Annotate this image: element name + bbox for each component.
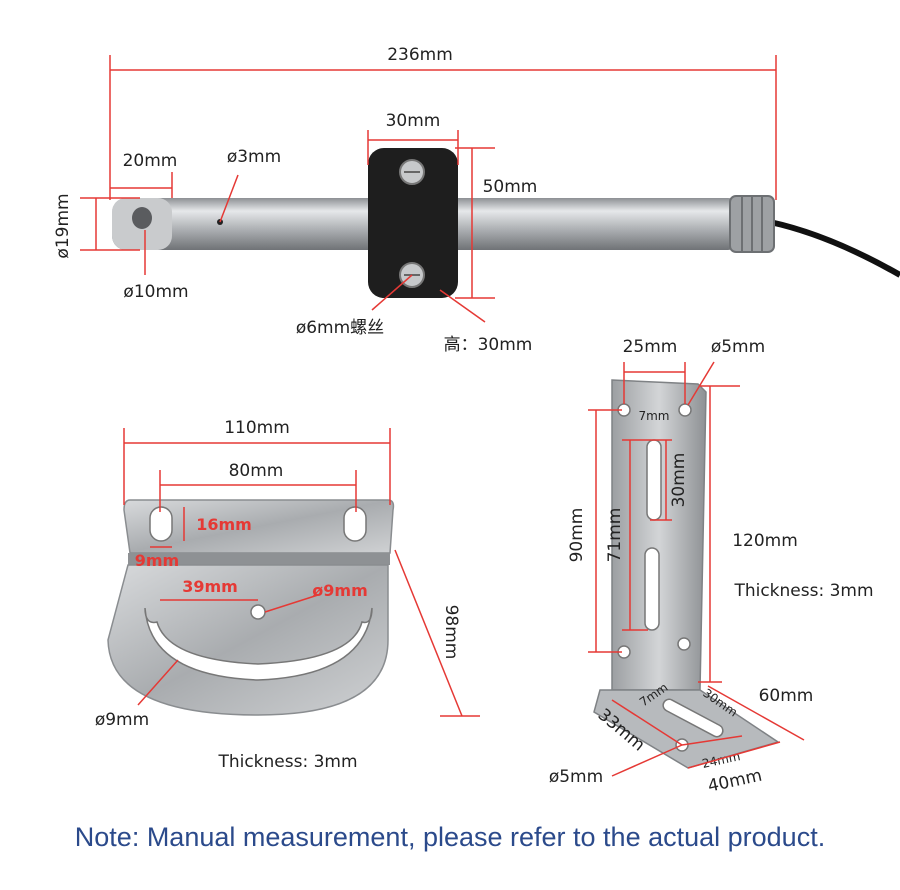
round-bracket-drawing: [107, 499, 395, 716]
dim-lb-120: 120mm: [732, 531, 798, 551]
round-bracket-center-hole: [250, 604, 266, 620]
dim-236: 236mm: [387, 45, 453, 65]
dim-rb-39: 39mm: [182, 577, 238, 596]
round-bracket-base: [107, 564, 389, 716]
sensor-cable: [769, 219, 900, 278]
round-bracket-slot-right: [343, 506, 367, 542]
round-bracket-arc-slot: [144, 607, 373, 681]
lb-thickness: Thickness: 3mm: [733, 581, 873, 601]
dim-screw-6: ø6mm螺丝: [296, 318, 384, 338]
dim-lb-60: 60mm: [759, 686, 814, 706]
dim-lb-7: 7mm: [638, 409, 669, 423]
sensor-drawing: [112, 148, 900, 298]
sensor-dimensions: 236mm 20mm ø3mm 30mm 50mm ø19mm ø10mm ø6…: [53, 45, 777, 355]
dim-tube-19: ø19mm: [53, 193, 73, 258]
dim-height-30: 高：30mm: [444, 335, 533, 355]
dim-lb-71: 71mm: [605, 508, 625, 563]
dim-rb-slot-9: ø9mm: [95, 710, 149, 730]
dim-rb-110: 110mm: [224, 418, 290, 438]
sensor-tip-hole: [132, 207, 152, 229]
rb-thickness: Thickness: 3mm: [217, 752, 357, 772]
dim-lb-40: 40mm: [706, 766, 764, 797]
dim-rb-16: 16mm: [196, 515, 252, 534]
dim-lb-25: 25mm: [623, 337, 678, 357]
dim-lb-90: 90mm: [567, 508, 587, 563]
dim-20: 20mm: [123, 151, 178, 171]
disclaimer-note: Note: Manual measurement, please refer t…: [74, 822, 826, 852]
dim-hole-3: ø3mm: [227, 147, 281, 167]
dim-clamp-50: 50mm: [483, 177, 538, 197]
l-bracket-slot-lower: [644, 547, 660, 631]
round-bracket-slot-left: [149, 506, 173, 542]
sensor-clamp: [368, 148, 458, 298]
dim-tip-hole-10: ø10mm: [123, 282, 188, 302]
dim-lb-5-top: ø5mm: [711, 337, 765, 357]
dim-lb-5-bottom: ø5mm: [549, 767, 603, 787]
l-bracket-hole-mid-right: [677, 637, 691, 651]
round-bracket-dimensions: 110mm 80mm 16mm 9mm 39mm ø9mm 98mm ø9mm …: [95, 418, 480, 772]
dim-rb-9: 9mm: [135, 551, 179, 570]
dim-clamp-30: 30mm: [386, 111, 441, 131]
l-bracket-hole-top-right: [678, 403, 692, 417]
dim-rb-80: 80mm: [229, 461, 284, 481]
l-bracket-base-slot: [662, 698, 724, 738]
dim-lb-30: 30mm: [669, 453, 689, 508]
l-bracket-vertical-leg: [611, 379, 707, 691]
dim-rb-98: 98mm: [441, 605, 461, 660]
l-bracket-slot-upper: [646, 439, 662, 521]
l-bracket-drawing: [593, 379, 780, 769]
dim-rb-center-9: ø9mm: [312, 581, 367, 600]
